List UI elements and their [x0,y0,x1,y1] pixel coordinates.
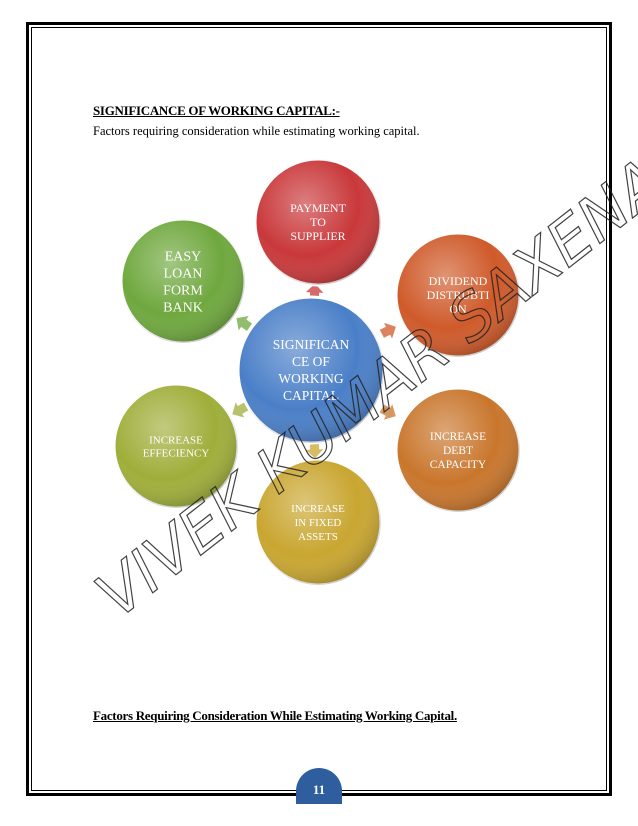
arrow-to-dividend [378,321,398,342]
node-payment-label-line: SUPPLIER [290,229,345,243]
node-loan-label-line: FORM [163,283,203,298]
node-center-shading [238,297,384,443]
node-center-label-line: SIGNIFICAN [273,337,350,352]
node-dividend-label-line: ON [449,302,467,316]
node-loan: EASY LOAN FORM BANK [119,217,247,345]
node-center-label-line: WORKING [278,371,343,386]
node-fixed-label-line: ASSETS [298,531,338,543]
node-debt-shading [396,388,520,512]
node-debt-label-line: CAPACITY [430,459,487,471]
node-debt-label-line: INCREASE [430,431,486,443]
node-fixed: INCREASE IN FIXED ASSETS [253,457,383,587]
node-loan-label-line: EASY [165,249,202,264]
arrow-to-debt [378,401,398,422]
node-fixed-label-line: INCREASE [291,503,345,515]
node-loan-shading [121,219,245,343]
node-effeciency-label-line: INCREASE [149,434,203,446]
node-loan-label-line: BANK [163,300,203,315]
node-fixed-shading [255,459,381,585]
node-center: SIGNIFICAN CE OF WORKING CAPITAL [236,295,386,445]
node-payment-shading [255,159,381,285]
node-dividend-label-line: DISTRUBTI [427,288,490,302]
node-center-label-line: CE OF [292,354,330,369]
node-effeciency-label-line: EFFECIENCY [143,447,210,459]
node-dividend-shading [396,233,520,357]
node-debt-label-line: DEBT [443,445,473,457]
page-number: 11 [296,768,342,804]
node-dividend-label-line: DIVIDEND [429,274,488,288]
footer-heading: Factors Requiring Consideration While Es… [93,708,457,723]
node-fixed-label-line: IN FIXED [295,517,342,529]
node-debt: INCREASE DEBT CAPACITY [394,386,522,514]
node-effeciency-shading [114,384,238,508]
section-subtext: Factors requiring consideration while es… [93,124,420,138]
node-payment-label-line: TO [310,215,326,229]
section-heading: SIGNIFICANCE OF WORKING CAPITAL:- [93,103,340,118]
node-payment-label-line: PAYMENT [290,201,346,215]
node-loan-label-line: LOAN [164,266,203,281]
node-center-label-line: CAPITAL [283,388,339,403]
